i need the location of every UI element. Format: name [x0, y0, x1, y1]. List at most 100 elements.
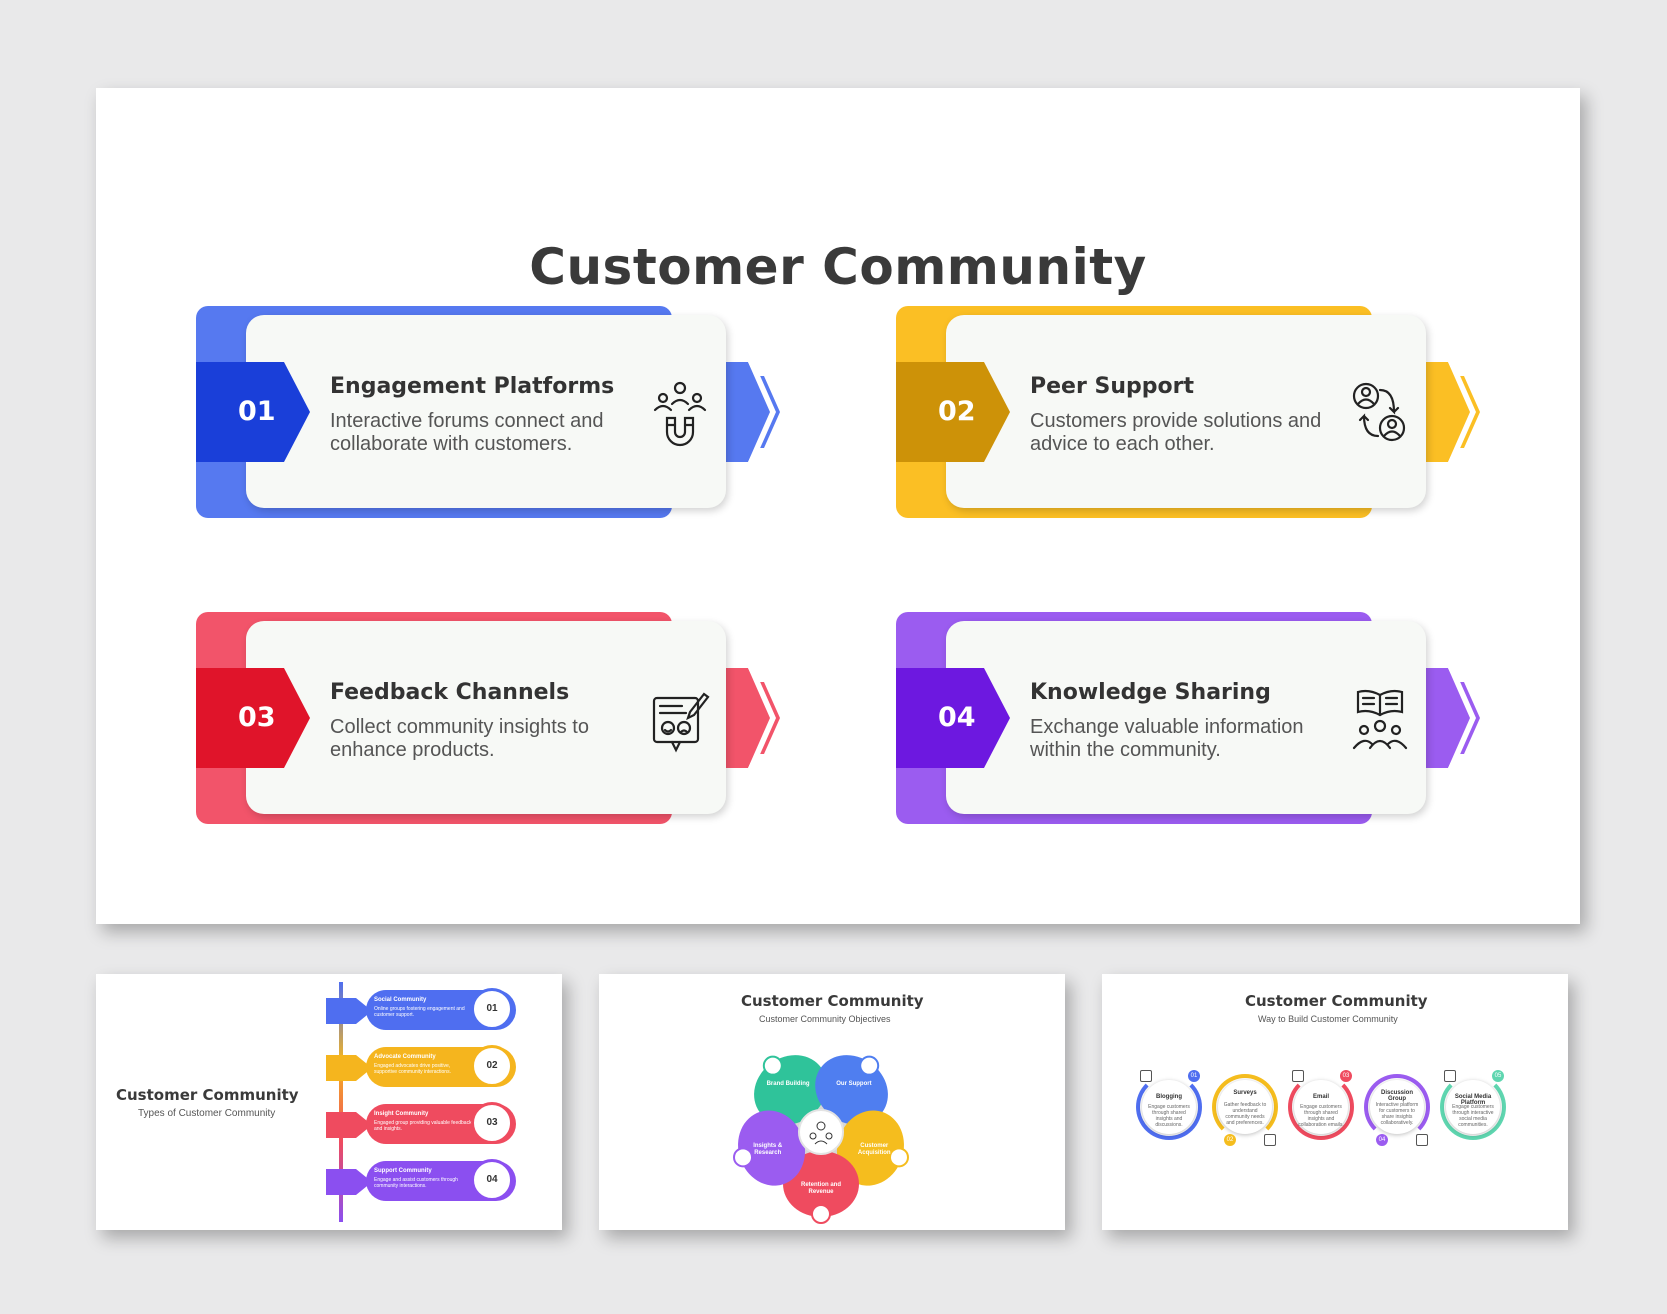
thumbnail-slide-3[interactable]: Customer Community Way to Build Customer… — [1102, 974, 1568, 1230]
item-inner-circle — [1294, 1080, 1348, 1134]
petal-icon — [762, 1055, 783, 1076]
card-arrow-tab — [1426, 362, 1480, 462]
item-icon — [1140, 1070, 1152, 1082]
item-label: Social Media Platform — [1454, 1094, 1492, 1106]
item-number: 04 — [486, 1174, 498, 1185]
magnet-people-icon — [650, 380, 710, 448]
card-body — [246, 621, 726, 814]
item-number-badge: 03 — [1340, 1070, 1352, 1082]
thumbnail-slide-1[interactable]: Customer Community Types of Customer Com… — [96, 974, 562, 1230]
card-description: Interactive forums connect and collabora… — [330, 410, 604, 455]
item-number-badge: 01 — [1188, 1070, 1200, 1082]
item-ring — [1288, 1074, 1354, 1140]
item-ring — [1364, 1074, 1430, 1140]
card-body — [946, 315, 1426, 508]
item-number: 01 — [1190, 1073, 1198, 1079]
petal-label: Our Support — [836, 1080, 872, 1087]
card-arrow-tab — [726, 668, 780, 768]
thumb1-title: Customer Community — [116, 1086, 299, 1104]
item-number: 03 — [486, 1117, 498, 1128]
number-tab — [196, 668, 310, 768]
objectives-flower — [733, 1055, 909, 1224]
item-description: Engage customers through shared insights… — [1298, 1104, 1344, 1128]
item-inner-circle — [1142, 1080, 1196, 1134]
item-number: 04 — [1378, 1137, 1386, 1143]
card-arrow-tab — [726, 362, 780, 462]
item-arrow-icon — [326, 1112, 372, 1138]
item-description: Interactive platform for customers to sh… — [1375, 1102, 1419, 1126]
petal-icon — [811, 1204, 831, 1224]
slide-title: Customer Community — [529, 238, 1147, 296]
card-description: Customers provide solutions and advice t… — [1030, 410, 1322, 455]
petal-label: Customer Acquisition — [857, 1143, 891, 1157]
item-number-badge: 02 — [1224, 1134, 1236, 1146]
item-description: Engage customers through shared insights… — [1148, 1104, 1190, 1128]
item-number-circle: 04 — [471, 1159, 513, 1201]
card-body — [946, 621, 1426, 814]
item-arrow-icon — [326, 1055, 372, 1081]
item-number-circle: 03 — [471, 1102, 513, 1144]
item-number-badge: 04 — [1376, 1134, 1388, 1146]
item-description: Engaged advocates drive positive, suppor… — [374, 1063, 451, 1075]
item-number: 03 — [1342, 1073, 1350, 1079]
card-description: Collect community insights to enhance pr… — [330, 716, 589, 761]
petal-label: Insights & Research — [753, 1143, 783, 1157]
petal-icon — [859, 1055, 880, 1076]
number-tab — [896, 362, 1010, 462]
item-label: Blogging — [1156, 1094, 1182, 1100]
timeline-line — [339, 982, 343, 1222]
item-inner-circle — [1446, 1080, 1500, 1134]
petal-label: Retention and Revenue — [801, 1182, 841, 1195]
item-label: Surveys — [1233, 1090, 1257, 1096]
card-heading: Knowledge Sharing — [1030, 680, 1271, 705]
item-number: 02 — [1226, 1137, 1234, 1143]
feedback-form-icon — [650, 686, 710, 754]
card-number: 04 — [938, 702, 976, 733]
card-heading: Feedback Channels — [330, 680, 570, 705]
petal-icon — [888, 1147, 909, 1168]
item-label: Support Community — [374, 1168, 432, 1174]
card-heading: Engagement Platforms — [330, 374, 615, 399]
item-label: Insight Community — [374, 1111, 429, 1117]
book-group-icon — [1350, 686, 1410, 754]
item-description: Engage and assist customers through comm… — [374, 1177, 458, 1189]
petal-label: Brand Building — [766, 1080, 810, 1087]
card-heading: Peer Support — [1030, 374, 1194, 399]
item-number-circle: 02 — [471, 1045, 513, 1087]
item-description: Engaged group providing valuable feedbac… — [374, 1120, 472, 1132]
thumb2-subtitle: Customer Community Objectives — [759, 1014, 891, 1024]
card-number: 03 — [238, 702, 276, 733]
petal-icon — [733, 1147, 754, 1168]
item-description: Online groups fostering engagement and c… — [374, 1006, 465, 1018]
number-tab — [196, 362, 310, 462]
thumb1-subtitle: Types of Customer Community — [138, 1108, 276, 1119]
item-ring — [1440, 1074, 1506, 1140]
item-number-badge: 05 — [1492, 1070, 1504, 1082]
item-number: 02 — [486, 1060, 498, 1071]
objective-petal — [836, 1110, 904, 1186]
item-ring — [1136, 1074, 1202, 1140]
number-tab — [896, 668, 1010, 768]
item-number-circle: 01 — [471, 988, 513, 1030]
thumbnail-slide-2[interactable]: Customer Community Customer Community Ob… — [599, 974, 1065, 1230]
item-label: Discussion Group — [1380, 1090, 1413, 1102]
thumb2-title: Customer Community — [741, 992, 924, 1010]
item-arrow-icon — [326, 998, 372, 1024]
thumb3-subtitle: Way to Build Customer Community — [1258, 1014, 1398, 1024]
card-number: 02 — [938, 396, 976, 427]
item-number: 05 — [1494, 1073, 1502, 1079]
